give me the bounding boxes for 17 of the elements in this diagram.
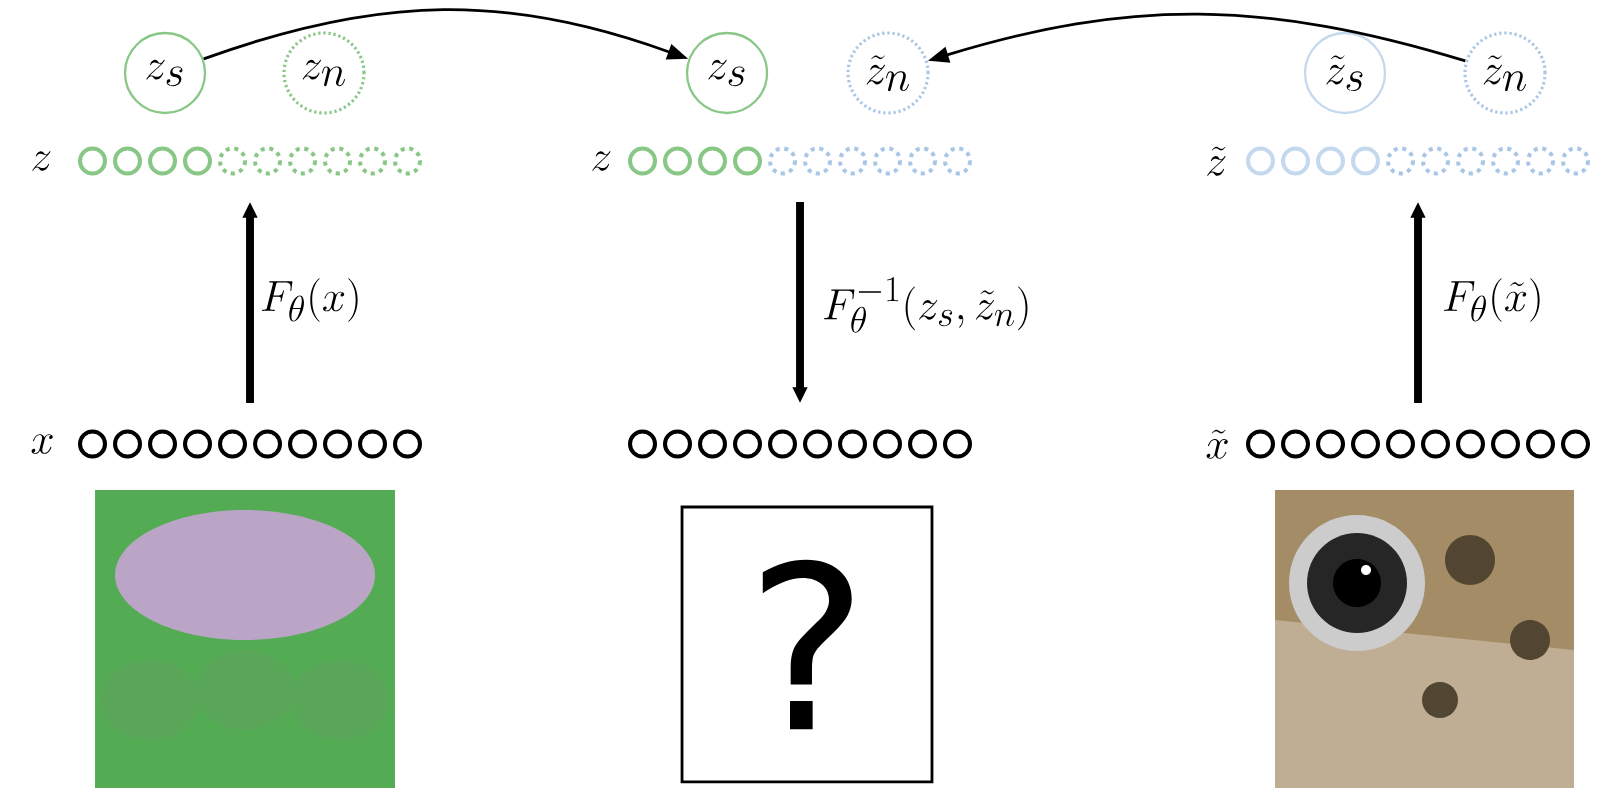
row-label: $x$ xyxy=(31,434,53,454)
question-box: ? xyxy=(680,505,934,784)
circle-row xyxy=(628,429,973,459)
artichoke-drawing xyxy=(95,490,395,788)
row-label: $\tilde{x}$ xyxy=(1206,429,1228,459)
frog-drawing xyxy=(1275,490,1574,788)
circle-row xyxy=(78,146,423,176)
row-label: $z$ xyxy=(32,151,51,171)
row-label: $\tilde{z}$ xyxy=(1207,146,1226,176)
edge-label: $F_\theta(\tilde{x})$ xyxy=(1440,276,1546,324)
circle-row xyxy=(1246,146,1590,176)
circle-row xyxy=(1246,429,1590,459)
edge-label: $F_\theta^{-1}(z_s, \tilde{z}_n)$ xyxy=(820,275,1034,335)
circle-row xyxy=(78,429,423,459)
circle-row xyxy=(628,146,973,176)
row-label: $z$ xyxy=(592,151,611,171)
edge-label: $F_\theta(x)$ xyxy=(258,276,364,324)
